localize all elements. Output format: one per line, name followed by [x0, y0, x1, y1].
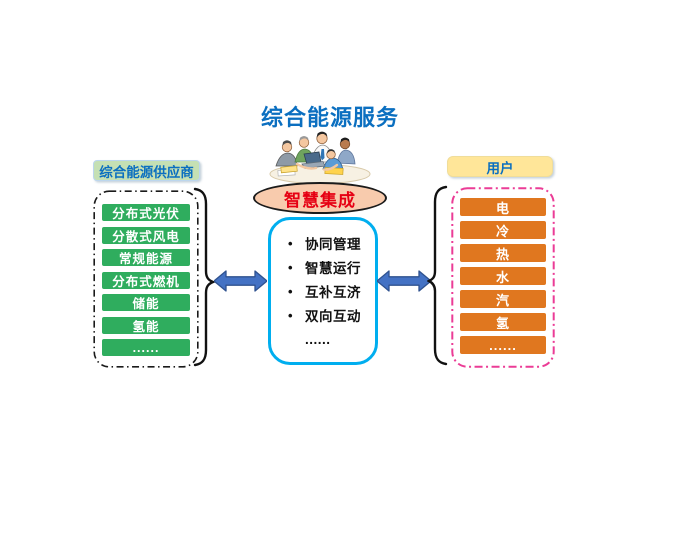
supplier-item: 分布式燃机	[102, 271, 190, 289]
smart-integration-label: 智慧集成	[284, 190, 356, 210]
users-header: 用户	[447, 156, 553, 177]
supplier-item: 常规能源	[102, 249, 190, 266]
platform-item-label: 互补互济	[305, 285, 361, 300]
platform-item-label: 协同管理	[305, 237, 361, 252]
platform-item-label: ......	[305, 331, 331, 347]
platform-item-label: 智慧运行	[305, 261, 361, 276]
supplier-item: 分散式风电	[102, 226, 190, 244]
brace-right-group	[427, 185, 448, 366]
platform-item: • 智慧运行	[288, 255, 375, 279]
suppliers-dashed-frame	[93, 190, 199, 368]
user-item: 汽	[460, 290, 546, 308]
supplier-item: ......	[102, 339, 190, 356]
user-item: 水	[460, 267, 546, 285]
bullet-icon: •	[288, 235, 293, 251]
bullet-icon: •	[288, 307, 293, 323]
platform-item: • 协同管理	[288, 231, 375, 255]
supplier-item: 氢能	[102, 316, 190, 334]
people-collaboration-icon	[269, 131, 371, 184]
user-item: 热	[460, 244, 546, 262]
platform-item: • 双向互动	[288, 303, 375, 327]
platform-item: • 互补互济	[288, 279, 375, 303]
brace-left-group	[193, 187, 216, 367]
platform-box: • 协同管理 • 智慧运行 • 互补互济 • 双向互动 ......	[268, 217, 378, 365]
supplier-item: 分布式光伏	[102, 204, 190, 221]
user-item: 冷	[460, 221, 546, 239]
suppliers-header: 综合能源供应商	[93, 160, 200, 181]
suppliers-list: 分布式光伏 分散式风电 常规能源 分布式燃机 储能 氢能 ......	[102, 204, 190, 356]
double-arrow-left-icon	[214, 270, 267, 292]
platform-item: ......	[288, 327, 375, 351]
user-item: 电	[460, 198, 546, 216]
diagram-title: 综合能源服务	[260, 105, 399, 130]
supplier-item: 储能	[102, 294, 190, 311]
double-arrow-right-icon	[377, 270, 431, 292]
bullet-icon: •	[288, 259, 293, 275]
bullet-icon: •	[288, 283, 293, 299]
user-item: ......	[460, 336, 546, 354]
users-dashed-frame	[451, 187, 555, 368]
users-list: 电 冷 热 水 汽 氢 ......	[460, 198, 546, 354]
smart-integration-ellipse: 智慧集成	[253, 182, 387, 214]
platform-item-label: 双向互动	[305, 309, 361, 324]
user-item: 氢	[460, 313, 546, 331]
